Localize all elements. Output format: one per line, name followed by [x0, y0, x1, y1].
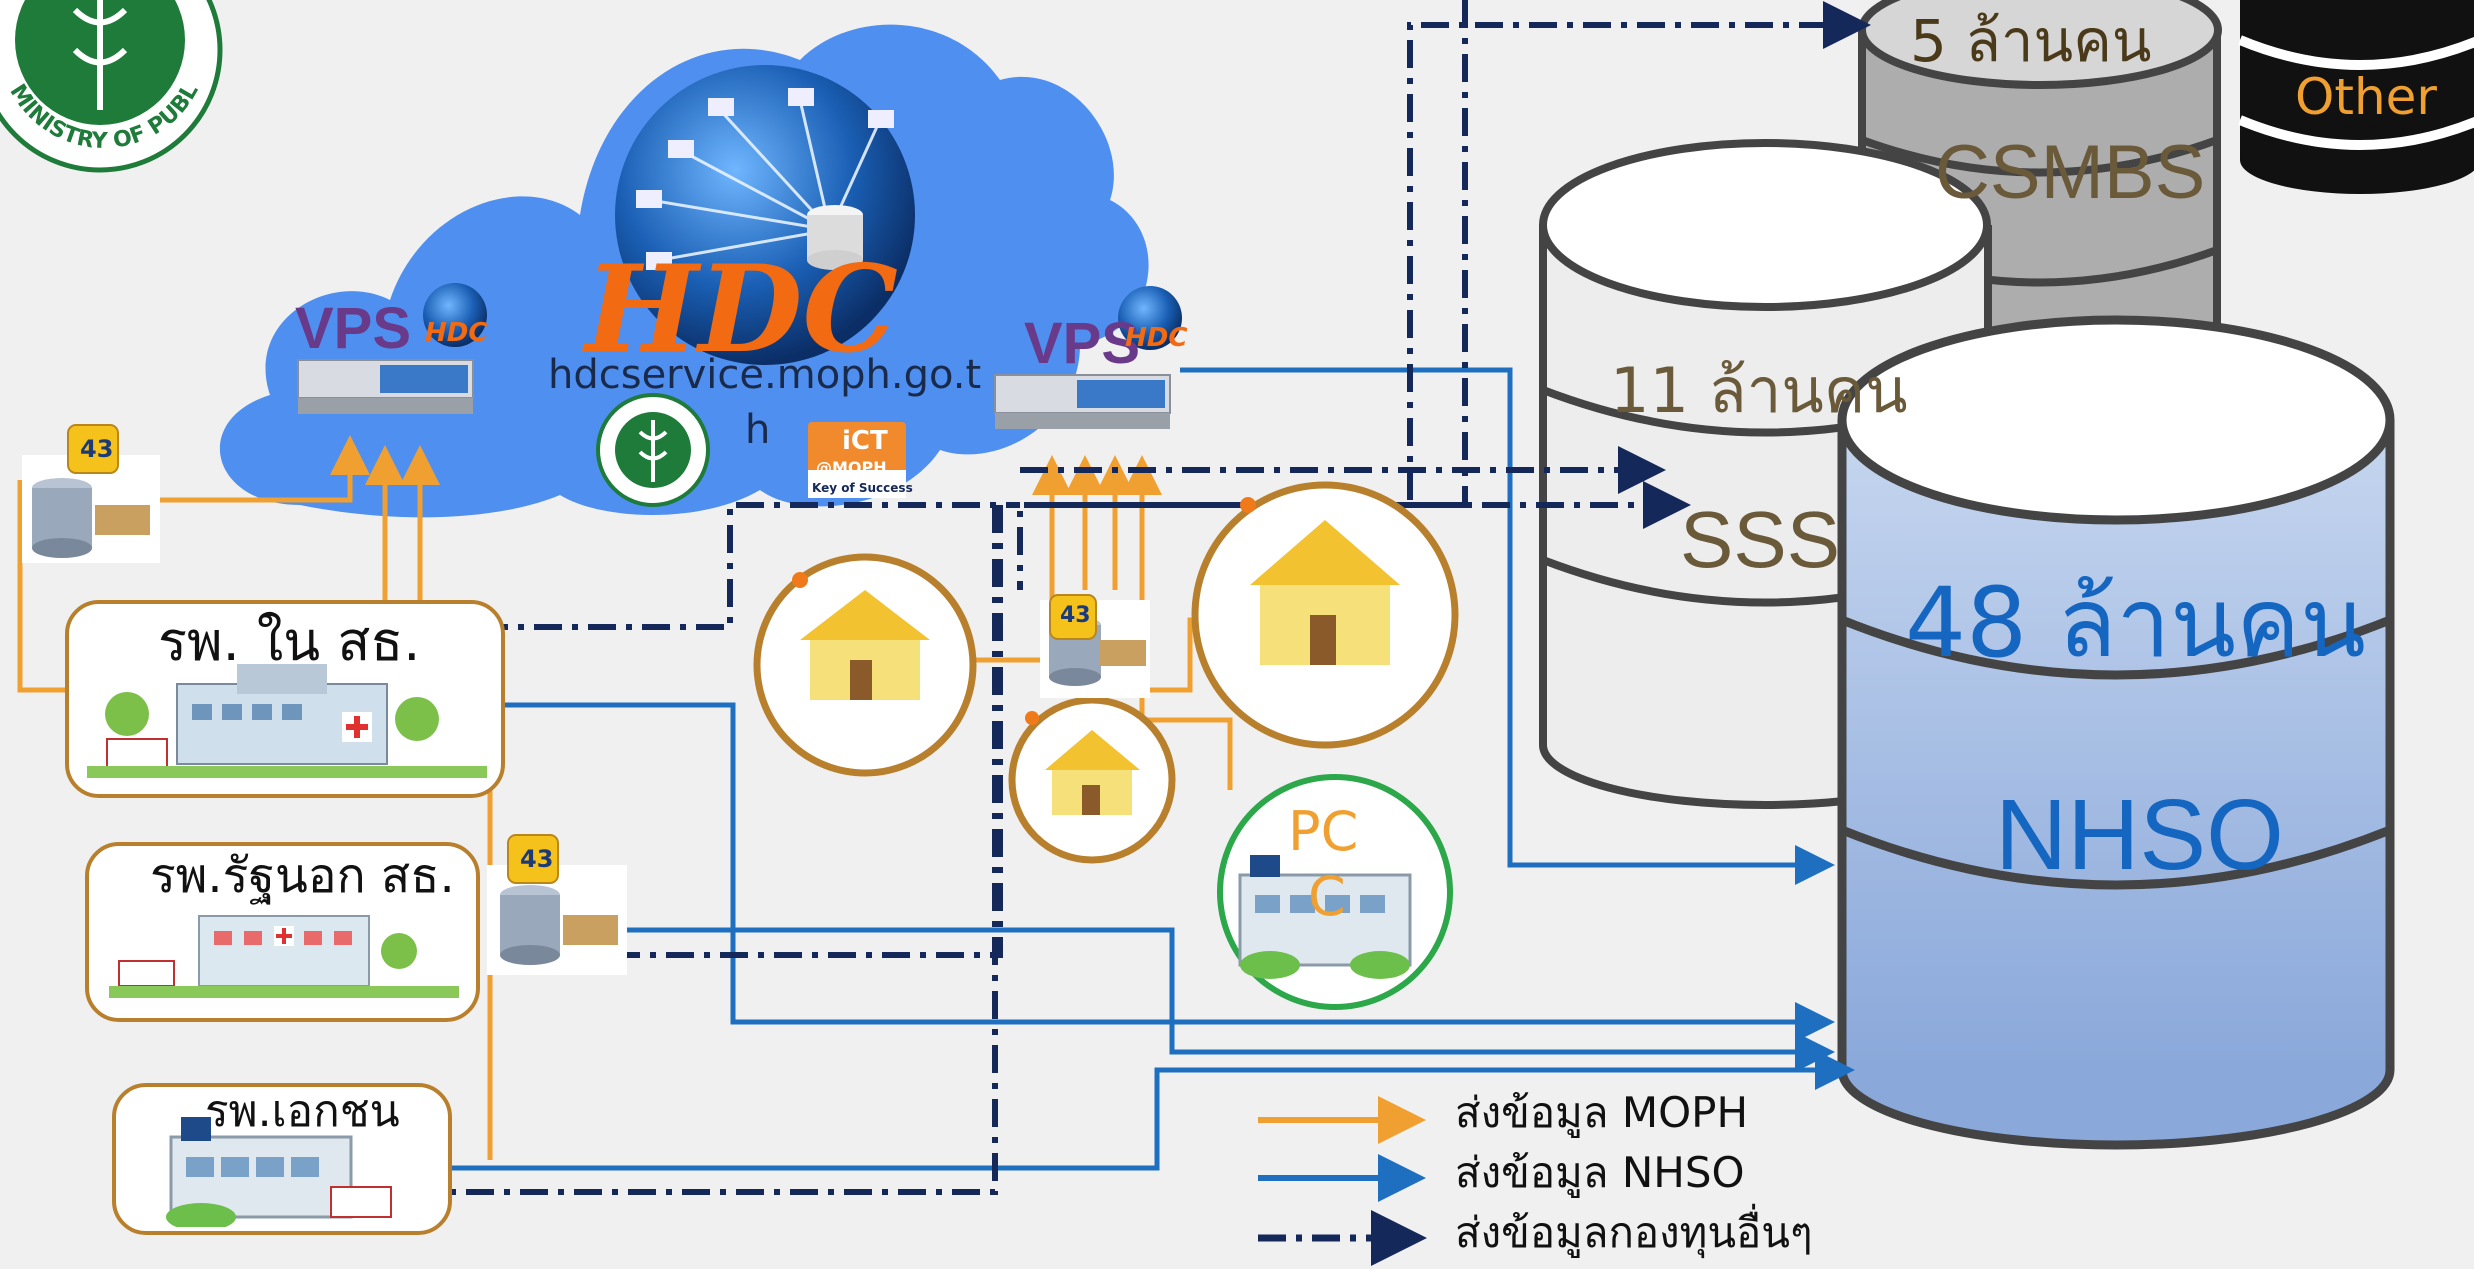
vps-left-label: VPS	[295, 296, 412, 361]
private-hospital-label: รพ.เอกชน	[205, 1086, 400, 1137]
hospital-data-server-icon	[22, 455, 160, 563]
moph-hospital-box	[65, 600, 505, 798]
vps-right-label: VPS	[1024, 311, 1141, 376]
legend-lines	[1258, 1096, 1427, 1266]
hdc-globe-icon	[615, 65, 915, 365]
sss-count: 11 ล้านคน	[1610, 354, 1908, 427]
ict-label-1: iCT	[842, 426, 888, 456]
gov-hospital-label: รพ.รัฐนอก สธ.	[150, 848, 455, 904]
small-globe-icon	[1118, 286, 1182, 350]
gov-data-server-icon	[487, 865, 627, 975]
other-database	[2238, 0, 2474, 194]
vps-left-badge: HDC	[425, 318, 488, 348]
legend-moph-label: ส่งข้อมูล MOPH	[1455, 1088, 1749, 1137]
hdc-url-line1: hdcservice.moph.go.t	[548, 352, 982, 398]
nhso-label: NHSO	[1995, 779, 2284, 891]
ict-label-2: @MOPH	[816, 458, 887, 477]
vps-left-server-icon	[297, 359, 474, 414]
badge-43-icon	[67, 424, 1097, 884]
moph-seal-icon	[596, 393, 710, 507]
vps-right-badge: HDC	[1125, 323, 1188, 353]
hdc-url-line2: h	[745, 407, 771, 453]
nhso-count: 48 ล้านคน	[1905, 567, 2366, 679]
health-station-3	[1008, 696, 1176, 864]
legend-nhso-label: ส่งข้อมูล NHSO	[1455, 1148, 1745, 1197]
private-hospital-box	[112, 1083, 452, 1235]
small-globe-icon	[423, 283, 487, 347]
health-station-2	[1191, 481, 1459, 749]
badge-43-text: 43	[1060, 603, 1091, 628]
gov-hospital-illustration	[109, 915, 459, 998]
other-label: Other	[2295, 68, 2437, 126]
gov-hospital-box	[85, 842, 480, 1022]
sss-label: SSS	[1680, 495, 1841, 584]
legend-other-funds-label: ส่งข้อมูลกองทุนอื่นๆ	[1455, 1208, 1813, 1257]
ict-label-3: Key of Success	[812, 481, 913, 495]
private-hospital-illustration	[166, 1117, 392, 1227]
moph-hospital-label: รพ. ใน สธ.	[158, 610, 421, 673]
pcc-clinic	[1217, 774, 1453, 1010]
moph-hospital-illustration	[87, 664, 487, 778]
csmbs-count: 5 ล้านคน	[1910, 7, 2152, 75]
pcc-label-2: C	[1308, 865, 1346, 928]
nhso-database	[1837, 315, 2395, 1150]
csmbs-label: CSMBS	[1935, 130, 2206, 215]
badge-43-text: 43	[520, 845, 554, 873]
pcc-label-1: PC	[1288, 800, 1359, 863]
vps-right-server-icon	[994, 374, 1171, 429]
nhso-flow-lines	[452, 367, 1855, 1171]
badge-43-text: 43	[80, 435, 114, 463]
ict-moph-badge	[808, 422, 906, 498]
health-station-1	[753, 553, 977, 777]
ministry-logo	[0, 0, 223, 173]
hdc-title: HDC	[585, 239, 898, 380]
